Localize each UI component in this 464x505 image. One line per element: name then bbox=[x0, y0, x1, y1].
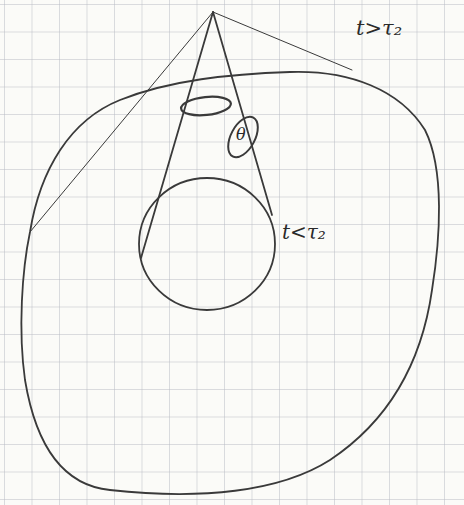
angle-label: θ bbox=[236, 127, 246, 143]
region-outline bbox=[21, 72, 439, 494]
cone-line bbox=[141, 12, 213, 258]
tilted-ellipse bbox=[222, 112, 264, 162]
time-label: t>τ₂ bbox=[356, 18, 402, 39]
cone-line bbox=[213, 12, 272, 215]
tangent-line bbox=[30, 12, 213, 232]
small-circle bbox=[139, 178, 275, 310]
time-label: t<τ₂ bbox=[282, 222, 326, 242]
tangent-line bbox=[213, 12, 352, 70]
ellipse bbox=[180, 94, 232, 117]
